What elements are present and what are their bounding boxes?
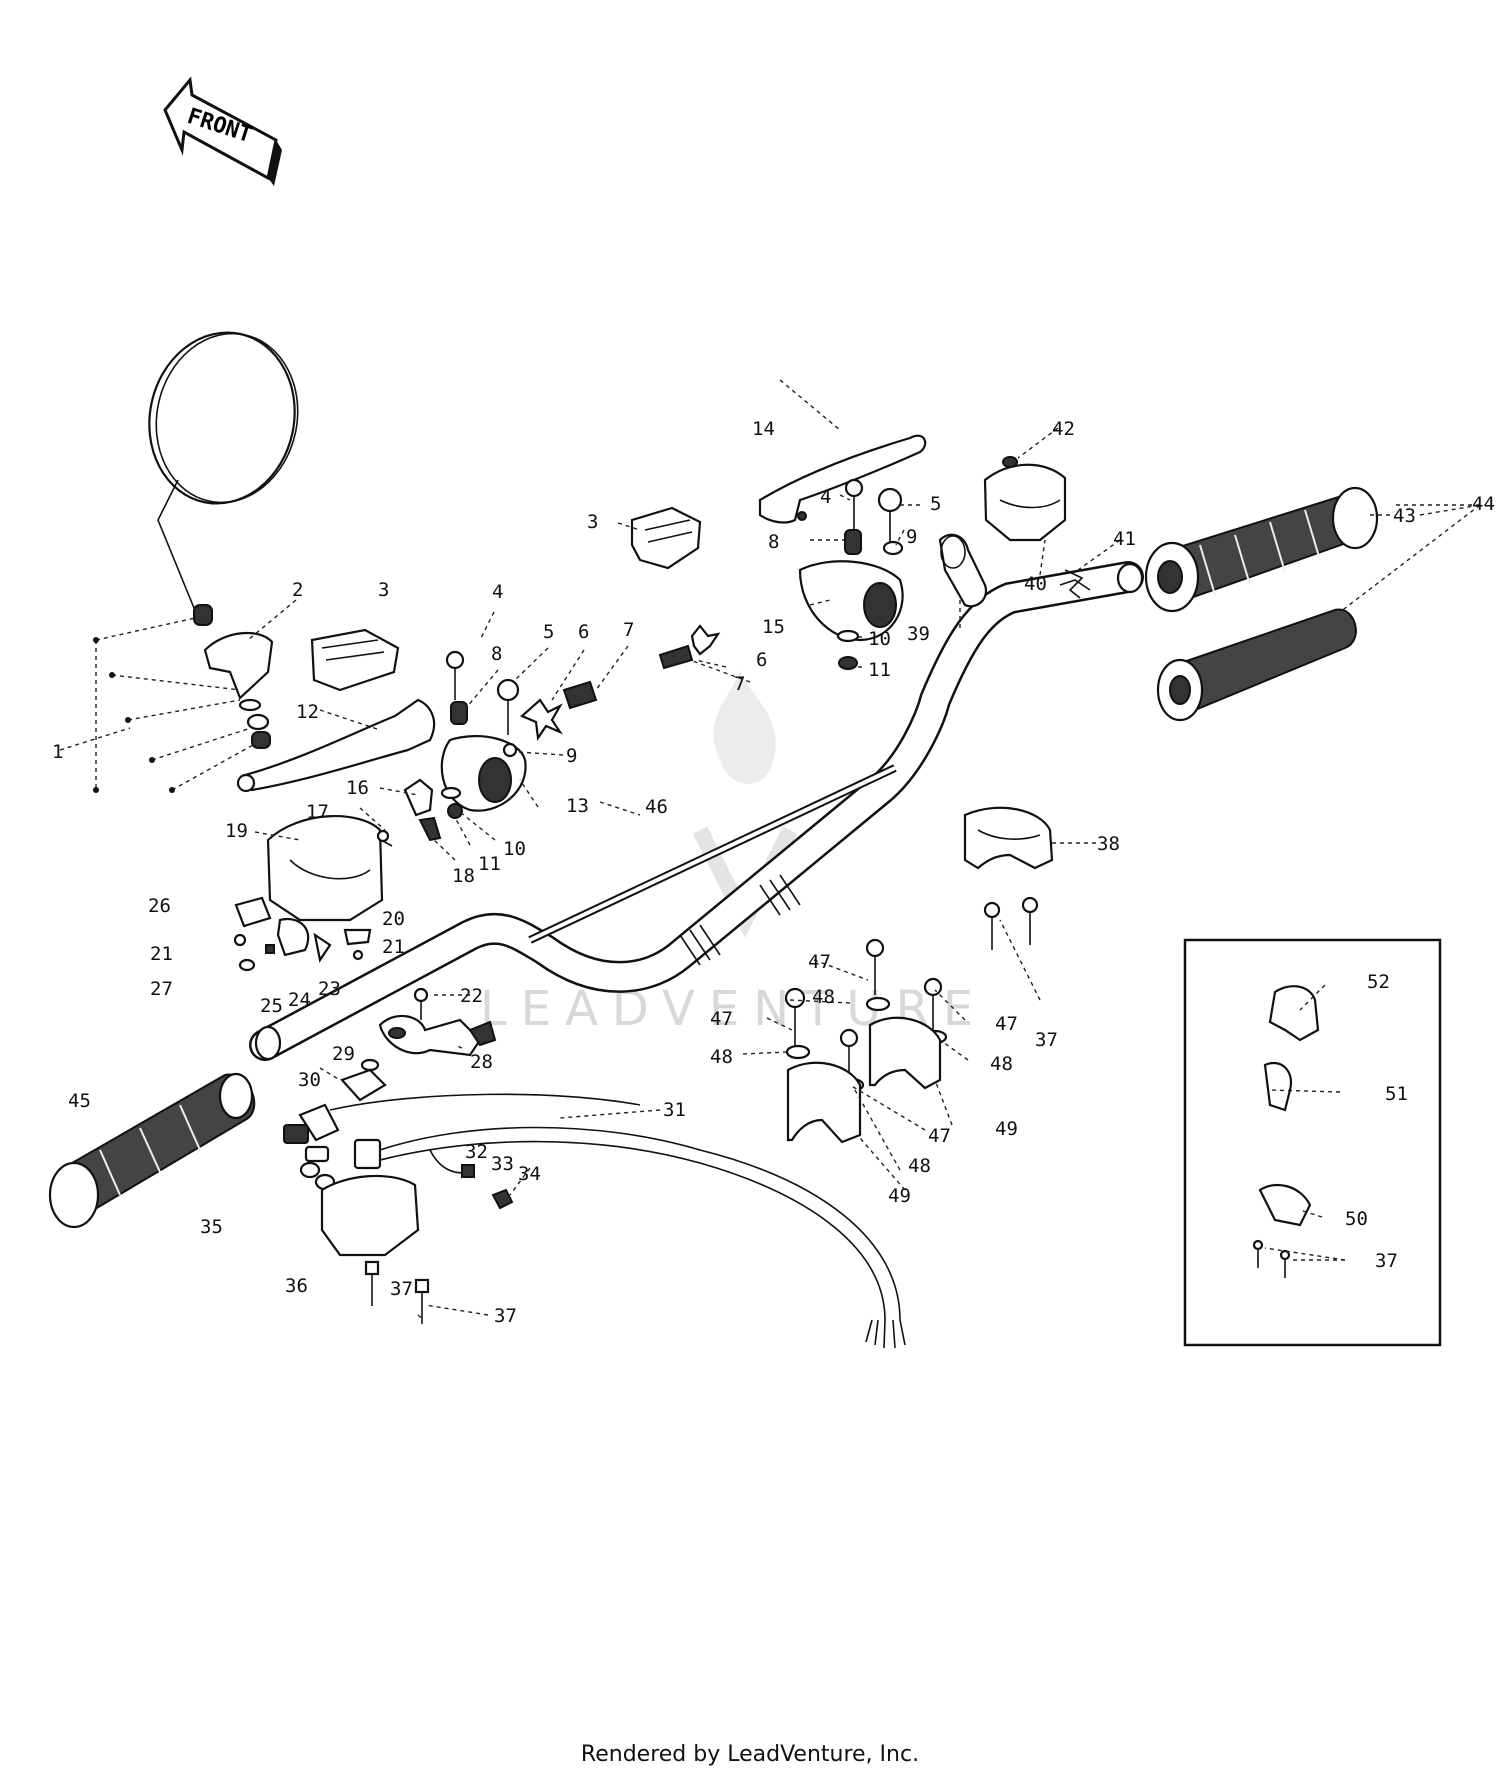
right-grip — [1144, 486, 1379, 613]
callout-20: 20 — [382, 908, 405, 930]
callout-9: 9 — [566, 745, 577, 767]
callout-6: 6 — [578, 621, 589, 643]
left-switch-housing — [233, 778, 442, 972]
callout-50: 50 — [1345, 1208, 1368, 1230]
callout-24: 24 — [288, 989, 311, 1011]
callout-35: 35 — [200, 1216, 223, 1238]
callout-37: 37 — [1035, 1029, 1058, 1051]
handlebar — [249, 561, 1144, 1061]
riser-38 — [963, 806, 1054, 950]
left-lever-parts — [203, 628, 598, 819]
lower-switch-and-wiring — [283, 1093, 906, 1349]
callout-47: 47 — [808, 951, 831, 973]
callout-15: 15 — [762, 616, 785, 638]
callout-25: 25 — [260, 995, 283, 1017]
leader-lines — [247, 379, 1481, 1321]
callout-22: 22 — [460, 985, 483, 1007]
callout-47: 47 — [995, 1013, 1018, 1035]
callout-51: 51 — [1385, 1083, 1408, 1105]
callout-11: 11 — [478, 853, 501, 875]
callout-3: 3 — [378, 579, 389, 601]
callout-6: 6 — [756, 649, 767, 671]
callout-31: 31 — [663, 1099, 686, 1121]
callout-11: 11 — [868, 659, 891, 681]
callout-37: 37 — [1375, 1250, 1398, 1272]
mirror-mount-leaders — [59, 617, 263, 793]
callout-48: 48 — [710, 1046, 733, 1068]
footer-credit: Rendered by LeadVenture, Inc. — [580, 1742, 920, 1767]
callout-41: 41 — [1113, 528, 1136, 550]
right-lever-parts — [630, 434, 1091, 670]
callout-26: 26 — [148, 895, 171, 917]
callout-37: 37 — [390, 1278, 413, 1300]
callout-32: 32 — [465, 1141, 488, 1163]
callout-8: 8 — [768, 531, 779, 553]
callout-48: 48 — [990, 1053, 1013, 1075]
callout-48: 48 — [908, 1155, 931, 1177]
callout-19: 19 — [225, 820, 248, 842]
callout-43: 43 — [1393, 505, 1416, 527]
callout-40: 40 — [1024, 573, 1047, 595]
callout-1: 1 — [52, 741, 63, 763]
callout-10: 10 — [503, 838, 526, 860]
callout-45: 45 — [68, 1090, 91, 1112]
callout-23: 23 — [318, 978, 341, 1000]
inset-box — [1183, 938, 1442, 1347]
callout-47: 47 — [710, 1008, 733, 1030]
callout-48: 48 — [812, 986, 835, 1008]
callout-28: 28 — [470, 1051, 493, 1073]
callout-17: 17 — [306, 801, 329, 823]
callout-5: 5 — [543, 621, 554, 643]
callout-34: 34 — [518, 1163, 541, 1185]
callout-30: 30 — [298, 1069, 321, 1091]
callouts: 1 2 3 3 4 4 5 5 6 6 7 7 8 8 9 9 10 10 11… — [52, 418, 1495, 1327]
front-arrow: FRONT — [163, 76, 282, 186]
alt-grip — [1156, 608, 1357, 722]
callout-8: 8 — [491, 643, 502, 665]
callout-38: 38 — [1097, 833, 1120, 855]
callout-13: 13 — [566, 795, 589, 817]
callout-47: 47 — [928, 1125, 951, 1147]
callout-14: 14 — [752, 418, 775, 440]
center-clamp-parts — [340, 987, 497, 1102]
callout-18: 18 — [452, 865, 475, 887]
callout-7: 7 — [623, 619, 634, 641]
callout-46: 46 — [645, 796, 668, 818]
callout-21: 21 — [150, 943, 173, 965]
callout-27: 27 — [150, 978, 173, 1000]
callout-42: 42 — [1052, 418, 1075, 440]
callout-29: 29 — [332, 1043, 355, 1065]
left-grip — [48, 1072, 256, 1229]
callout-37: 37 — [494, 1305, 517, 1327]
callout-10: 10 — [868, 628, 891, 650]
callout-21: 21 — [382, 936, 405, 958]
callout-36: 36 — [285, 1275, 308, 1297]
callout-4: 4 — [820, 486, 831, 508]
callout-33: 33 — [491, 1153, 514, 1175]
callout-12: 12 — [296, 701, 319, 723]
callout-2: 2 — [292, 579, 303, 601]
callout-39: 39 — [907, 623, 930, 645]
callout-16: 16 — [346, 777, 369, 799]
mirror — [148, 331, 299, 626]
callout-44: 44 — [1472, 493, 1495, 515]
callout-7: 7 — [734, 673, 745, 695]
callout-4: 4 — [492, 581, 503, 603]
callout-49: 49 — [995, 1118, 1018, 1140]
callout-3: 3 — [587, 511, 598, 533]
callout-49: 49 — [888, 1185, 911, 1207]
callout-5: 5 — [930, 493, 941, 515]
callout-52: 52 — [1367, 971, 1390, 993]
callout-9: 9 — [906, 526, 917, 548]
riser-clamps — [784, 938, 948, 1144]
